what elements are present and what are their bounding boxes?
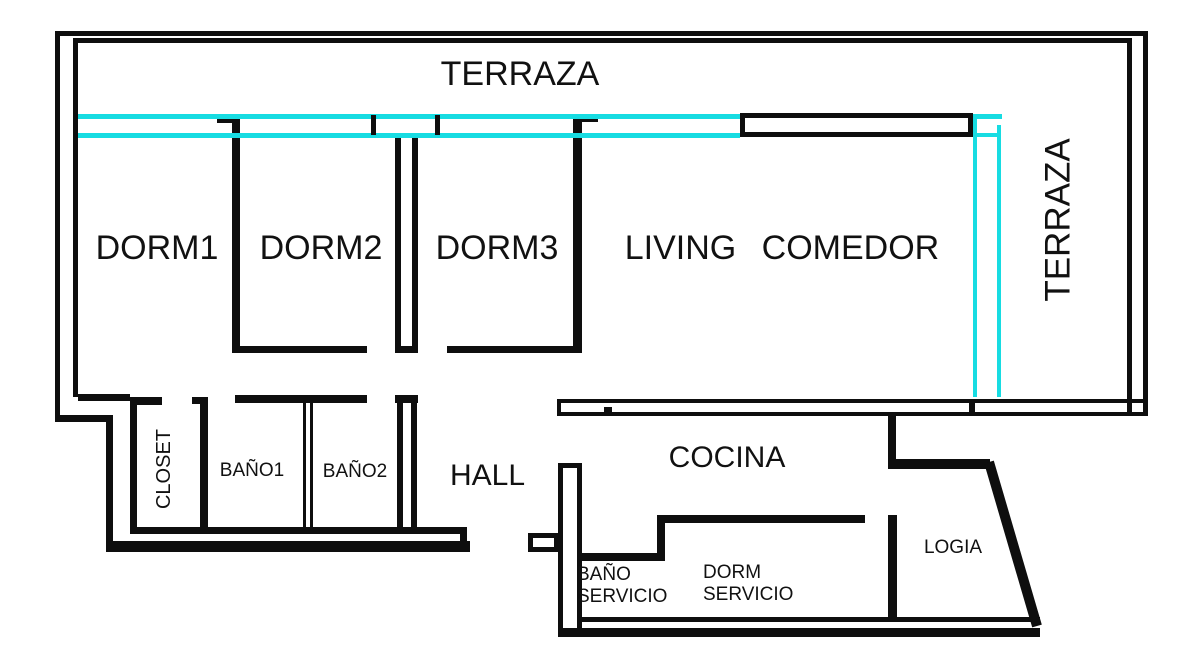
wall-logia-diagonal [984,460,1042,628]
wall-corridor-bottom-left [78,394,130,401]
entrance-door-jamb [528,533,559,552]
wall-dorm-servicio-top [657,515,865,523]
wall-dorm1-dorm2 [232,115,240,353]
window-line-right-outer [973,114,977,397]
wall-outer-top [55,31,1148,36]
wall-bathroom-block-bottom-inner [130,527,467,534]
wall-hall-left-a [397,401,403,534]
room-label-bano-servicio-line2: SERVICIO [577,586,668,607]
wall-bano-divider-a [303,400,306,529]
room-label-terraza-top: TERRAZA [440,55,600,93]
room-label-dorm-servicio-line1: DORM [703,562,762,583]
wall-band-divider [969,399,975,416]
room-label-cocina: COCINA [668,441,786,474]
wall-cocina-bottom-inner [577,617,1040,622]
window-line-right-inner [997,125,1001,397]
wall-left-step-horizontal [55,415,112,422]
room-label-dorm1: DORM1 [95,229,219,267]
wall-dorm2-dorm3-b [412,137,418,353]
window-jamb-tick-1 [371,115,376,135]
wall-hall-left-b [411,401,417,534]
room-label-bano2: BAÑO2 [322,461,388,482]
window-line-corner-inner [977,133,997,137]
wall-outer-right [1143,31,1148,416]
room-label-logia: LOGIA [923,537,983,558]
wall-bano-top [235,395,367,403]
window-line-top [78,114,740,119]
balcony-sliding-door [740,113,973,137]
room-label-living-comedor: LIVING COMEDOR [624,229,940,267]
wall-hall-top-cap [395,395,418,403]
wall-logia-top [888,459,990,469]
room-label-terraza-right: TERRAZA [1038,138,1078,302]
room-label-bano-servicio: BAÑO SERVICIO [577,564,667,608]
wall-dorm1-dorm2-hook [217,115,240,123]
wall-left-step-vertical [106,415,113,552]
wall-logia-left [888,515,897,620]
wall-band-bottom [557,412,1148,416]
wall-dorm3-living [573,115,582,353]
wall-band-step [604,407,612,416]
wall-bano-divider-b [310,400,313,529]
wall-cocina-entry-a [558,463,563,628]
window-jamb-tick-2 [435,115,440,135]
wall-dorm2-bottom [232,346,367,353]
room-label-bano1: BAÑO1 [219,460,285,481]
window-line-corner-top [973,114,1002,119]
room-label-dorm3: DORM3 [435,229,559,267]
wall-inner-top [73,38,1132,43]
wall-bathroom-block-bottom-outer [106,541,470,552]
room-label-hall: HALL [449,459,526,492]
window-line-bottom [78,133,740,138]
wall-servicio-step [657,515,665,561]
wall-cocina-entry-cap [558,463,582,468]
wall-dorm2-dorm3-cap [395,346,418,353]
wall-closet-bano1 [200,400,208,534]
wall-inner-left [73,43,78,397]
room-label-dorm2: DORM2 [259,229,383,267]
room-label-bano-servicio-line1: BAÑO [577,564,631,585]
wall-cocina-entry-b [577,463,582,628]
wall-closet-left [130,400,137,534]
wall-dorm3-bottom [447,346,582,353]
wall-bathroom-block-bottom-cap [460,527,467,544]
wall-band-left-cap [557,399,561,416]
room-label-dorm-servicio: DORM SERVICIO [703,562,793,606]
wall-cocina-bottom-outer [558,628,1040,637]
wall-cocina-right [888,416,896,466]
room-label-dorm-servicio-line2: SERVICIO [703,584,794,605]
wall-outer-left [55,31,60,422]
wall-bano-servicio-top [578,553,663,561]
wall-band-top [557,399,1148,403]
wall-closet-top [130,397,162,405]
room-label-closet: CLOSET [153,428,175,510]
wall-inner-right [1127,43,1132,416]
wall-dorm2-dorm3-a [395,137,401,353]
